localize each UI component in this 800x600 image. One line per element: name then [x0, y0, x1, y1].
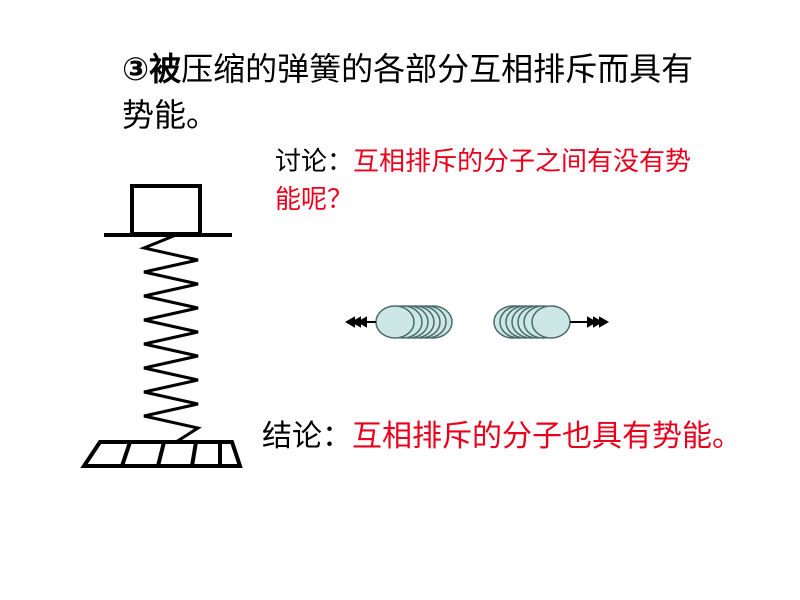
left-repulsion-arrow [344, 316, 376, 328]
spring-coil [138, 233, 202, 444]
conclusion-text: 互相排斥的分子也具有势能。 [352, 419, 742, 454]
spring-base [80, 440, 243, 468]
conclusion-block: 结论：互相排斥的分子也具有势能。 [262, 415, 742, 459]
discussion-text: 互相排斥的分子之间有没有势能呢？ [275, 147, 692, 215]
spring-top-block [130, 184, 202, 236]
slide-heading: ③被压缩的弹簧的各部分互相排斥而具有势能。 [122, 46, 722, 138]
spring-base-hatch [190, 441, 198, 467]
discussion-block: 讨论：互相排斥的分子之间有没有势能呢？ [275, 143, 705, 219]
repelling-molecules-illustration [344, 305, 610, 339]
right-molecule-group [493, 305, 571, 339]
heading-lead: ③被 [122, 50, 182, 88]
compressed-spring-illustration [80, 184, 243, 468]
left-molecule-group [375, 305, 453, 339]
heading-rest: 压缩的弹簧的各部分互相排斥而具有势能。 [122, 50, 694, 134]
spring-base-hatch [156, 441, 166, 467]
right-repulsion-arrow [570, 316, 610, 328]
discussion-label: 讨论： [275, 147, 354, 177]
spring-base-hatch [120, 441, 132, 467]
conclusion-label: 结论： [262, 419, 352, 454]
